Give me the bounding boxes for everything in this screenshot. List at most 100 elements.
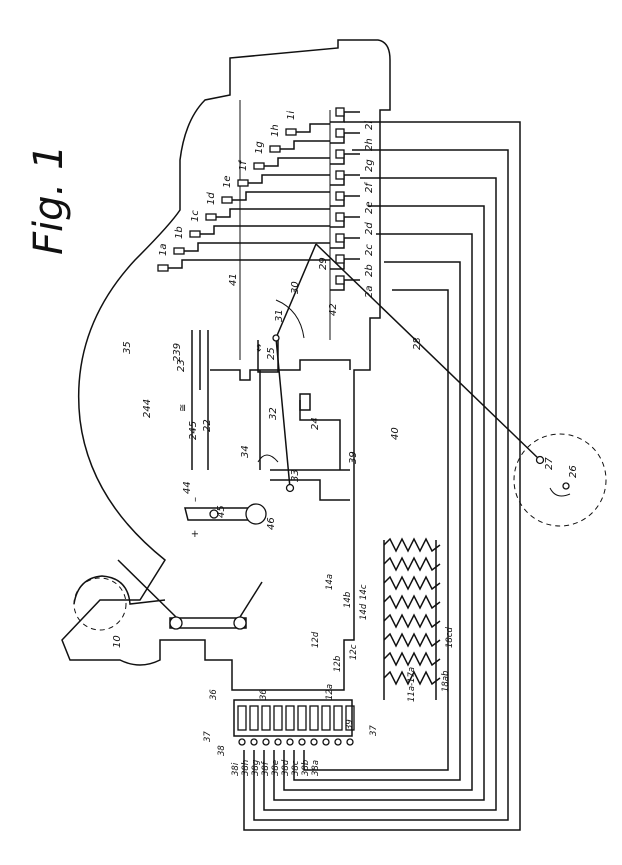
circle-26 — [513, 433, 607, 527]
label-coil-3: 14d — [359, 603, 369, 620]
machine-outline — [61, 39, 391, 691]
terminal-pin-5 — [298, 738, 306, 746]
label-10: 10 — [112, 635, 123, 648]
coil-5 — [383, 632, 441, 648]
terminal-rail-36 — [233, 699, 353, 737]
label-44: 44 — [182, 481, 193, 494]
label-terminal-9: 38d — [281, 759, 291, 776]
lever-25 — [257, 340, 279, 373]
terminal-7 — [321, 705, 331, 731]
label-coil-6: 12b — [333, 656, 343, 672]
contact-cap-6 — [335, 149, 345, 159]
contact-5 — [330, 174, 360, 186]
label-45: 45 — [216, 505, 227, 518]
label-coil-5: 12c — [349, 644, 359, 660]
switch-cap-3 — [205, 213, 217, 221]
contact-cap-2 — [335, 233, 345, 243]
pivot-46 — [245, 503, 267, 525]
label-terminal-6: 38g — [251, 759, 261, 776]
label-coil-7: 12a — [325, 684, 335, 700]
label-supply-symbol: ≅ — [178, 404, 189, 412]
switch-cap-6 — [253, 162, 265, 170]
label-34: 34 — [240, 445, 251, 458]
linkage-arm-right — [239, 581, 263, 618]
pivot-45 — [209, 509, 219, 519]
label-terminal-3: 38 — [217, 745, 227, 756]
terminal-pin-0 — [238, 738, 246, 746]
switch-cap-1 — [173, 247, 185, 255]
terminal-pin-7 — [322, 738, 330, 746]
label-22: 22 — [202, 419, 213, 432]
coil-0 — [383, 537, 441, 553]
label-coil-2: 14c — [359, 584, 369, 600]
label-terminal-7: 38f — [261, 760, 271, 776]
contact-2 — [330, 237, 360, 249]
label-coil-10: 18cd — [445, 627, 455, 648]
label-245: 245 — [188, 421, 199, 440]
linkage-pivot-left — [169, 616, 183, 630]
contact-cap-4 — [335, 191, 345, 201]
label-contact-6: 2g — [364, 159, 375, 172]
switch-row-3 — [210, 208, 330, 218]
linkage-arm-left — [117, 559, 177, 618]
coil-4 — [383, 613, 441, 629]
terminal-pin-9 — [346, 738, 354, 746]
terminal-8 — [333, 705, 343, 731]
switch-cap-2 — [189, 230, 201, 238]
label-terminal-2: 37 — [203, 731, 213, 742]
label-switch-0: 1a — [158, 244, 169, 257]
handle-body — [73, 575, 166, 605]
label-35: 35 — [122, 341, 133, 354]
label-26: 26 — [568, 465, 579, 478]
figure-title: Fig. 1 — [26, 145, 72, 255]
label-coil-12: 37 — [369, 725, 379, 736]
terminal-pin-6 — [310, 738, 318, 746]
terminal-2 — [261, 705, 271, 731]
label-29: 29 — [318, 257, 329, 270]
terminal-pin-4 — [286, 738, 294, 746]
label-25: 25 — [266, 347, 277, 360]
label-contact-5: 2f — [364, 182, 375, 193]
label-31: 31 — [274, 309, 285, 322]
terminal-4 — [285, 705, 295, 731]
terminal-pin-1 — [250, 738, 258, 746]
label-32: 32 — [268, 407, 279, 420]
label-switch-2: 1c — [190, 210, 201, 222]
terminal-pin-3 — [274, 738, 282, 746]
label-30: 30 — [290, 281, 301, 294]
switch-row-6 — [258, 157, 330, 167]
label-contact-8: 2i — [364, 121, 375, 130]
switch-row-8 — [290, 123, 330, 133]
label-switch-1: 1b — [174, 226, 185, 239]
switch-cap-0 — [157, 264, 169, 272]
coil-6 — [383, 651, 441, 667]
label-244: 244 — [142, 399, 153, 418]
number-labels: 1022232425262728293031323334353940414244… — [112, 257, 579, 776]
switch-row-7 — [274, 140, 330, 150]
contact-block-24 — [299, 393, 311, 411]
label-contact-3: 2d — [364, 222, 375, 235]
terminal-1 — [249, 705, 259, 731]
terminal-9 — [345, 705, 355, 731]
switch-row-5 — [242, 174, 330, 184]
arrow-34 — [257, 454, 279, 463]
contact-3 — [330, 216, 360, 228]
contact-4 — [330, 195, 360, 207]
label-terminal-4: 38i — [231, 762, 241, 776]
switch-row-1 — [178, 242, 330, 252]
label-minus: – — [190, 497, 201, 502]
switch-cap-4 — [221, 196, 233, 204]
label-42: 42 — [328, 303, 339, 316]
swing-arc — [275, 299, 305, 339]
label-terminal-1: 36 — [259, 689, 269, 700]
label-24: 24 — [310, 417, 321, 430]
label-terminal-10: 38c — [291, 760, 301, 776]
coil-1 — [383, 556, 441, 572]
coil-7 — [383, 670, 441, 686]
contact-0 — [330, 279, 360, 291]
label-239: 239 — [172, 343, 183, 362]
arrow-26 — [549, 487, 571, 497]
label-arrow-41: ↔ — [254, 344, 265, 352]
